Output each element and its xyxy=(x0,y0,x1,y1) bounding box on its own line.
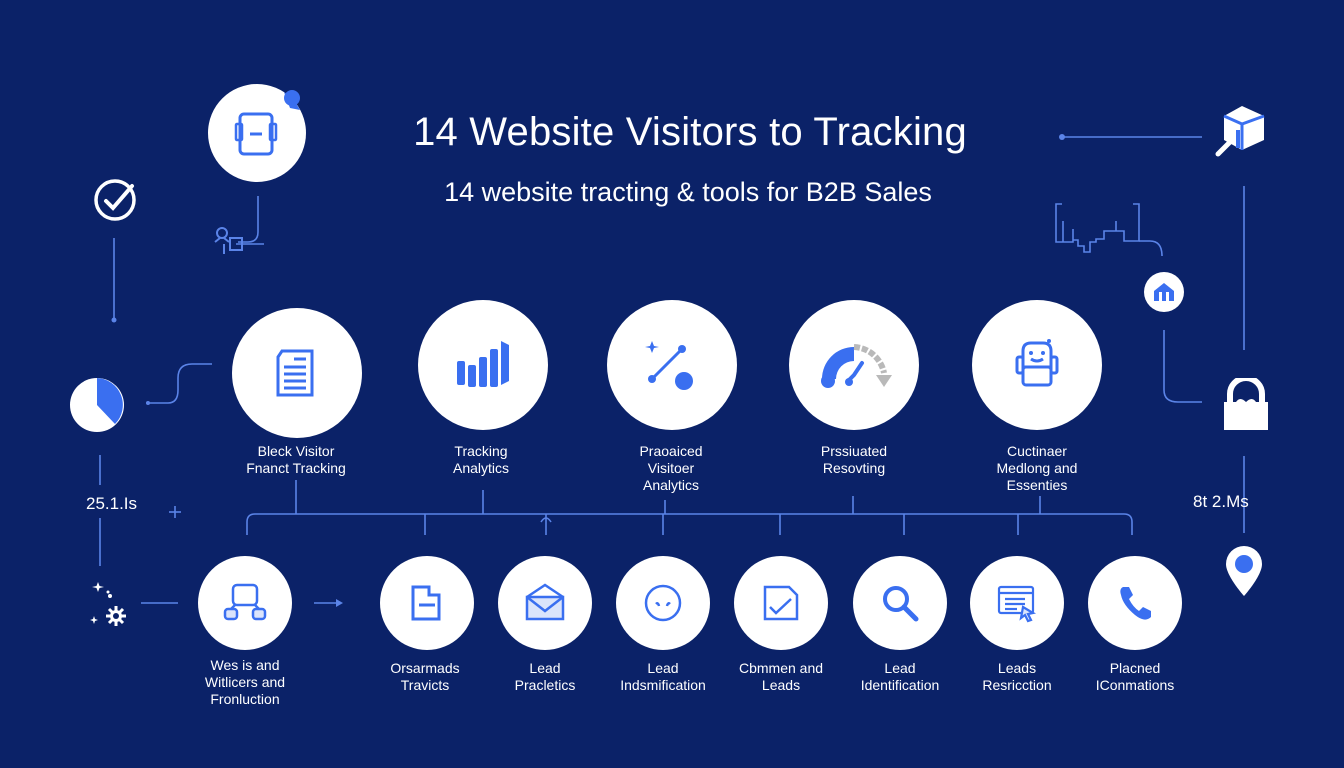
label-line: Pracletics xyxy=(514,677,576,693)
label-line: Orsarmads xyxy=(390,660,460,676)
label-line: Visitoer xyxy=(647,460,695,476)
gauge-icon xyxy=(821,344,892,388)
top-label-5: Cuctinaer Medlong and Essenties xyxy=(957,443,1117,494)
label-line: Cbmmen and xyxy=(738,660,824,676)
home-circle xyxy=(1144,272,1184,312)
bottom-label-8: Placned IConmations xyxy=(1055,660,1215,694)
label-line: Prssiuated xyxy=(820,443,888,459)
label-line: IConmations xyxy=(1095,677,1175,693)
envelope-icon xyxy=(525,583,565,621)
phone-icon xyxy=(1120,587,1151,620)
network-icon xyxy=(223,583,267,621)
label-line: Essenties xyxy=(1006,477,1068,493)
label-line: Leads xyxy=(761,677,801,693)
check-circle-icon xyxy=(94,179,136,221)
bottom-node-5[interactable] xyxy=(734,556,828,650)
lock-icon xyxy=(1224,378,1268,430)
label-line: Fronluction xyxy=(210,691,280,707)
bottom-node-1[interactable] xyxy=(198,556,292,650)
file-icon xyxy=(411,585,441,621)
page-subtitle: 14 website tracting & tools for B2B Sale… xyxy=(444,177,932,207)
label-line: Analytics xyxy=(642,477,700,493)
label-line: Leads xyxy=(997,660,1037,676)
label-line: Fnanct Tracking xyxy=(246,460,346,476)
label-line: Resovting xyxy=(822,460,886,476)
right-stat: 8t 2.Ms xyxy=(1193,492,1249,511)
top-label-2: Tracking Analytics xyxy=(401,443,561,477)
label-line: Resricction xyxy=(982,677,1052,693)
robot-icon xyxy=(1015,339,1059,387)
top-label-1: Bleck Visitor Fnanct Tracking xyxy=(216,443,376,477)
pie-chart-icon xyxy=(70,378,124,432)
label-line: Placned xyxy=(1109,660,1161,676)
bottom-node-3[interactable] xyxy=(498,556,592,650)
label-line: Cuctinaer xyxy=(1007,443,1067,459)
cube-search-icon xyxy=(1215,106,1265,157)
bottom-node-4[interactable] xyxy=(616,556,710,650)
label-line: Lead xyxy=(529,660,561,676)
bottom-label-4: Lead Indsmification xyxy=(583,660,743,694)
bottom-node-7[interactable] xyxy=(970,556,1064,650)
label-line: Travicts xyxy=(400,677,450,693)
bottom-node-2[interactable] xyxy=(380,556,474,650)
label-line: Lead xyxy=(884,660,916,676)
checked-doc-icon xyxy=(763,585,799,621)
bottom-label-6: Lead Identification xyxy=(820,660,980,694)
bottom-label-5: Cbmmen and Leads xyxy=(701,660,861,694)
path-nodes-icon xyxy=(645,341,693,390)
top-node-3[interactable] xyxy=(607,300,737,430)
label-line: Medlong and xyxy=(996,460,1078,476)
label-line: Lead xyxy=(647,660,679,676)
book-icon xyxy=(234,90,300,156)
top-label-3: Praoaiced Visitoer Analytics xyxy=(591,443,751,494)
gear-sparkle-icon xyxy=(90,582,126,626)
bottom-label-7: Leads Resricction xyxy=(937,660,1097,694)
page-title: 14 Website Visitors to Tracking xyxy=(413,110,967,154)
label-line: Bleck Visitor xyxy=(257,443,335,459)
bottom-node-8[interactable] xyxy=(1088,556,1182,650)
top-node-4[interactable] xyxy=(789,300,919,430)
top-node-5[interactable] xyxy=(972,300,1102,430)
label-line: Witlicers and xyxy=(204,674,286,690)
label-line: Praoaiced xyxy=(639,443,703,459)
book-circle xyxy=(208,84,306,182)
left-stat: 25.1.Is xyxy=(86,494,138,513)
bottom-label-1: Wes is and Witlicers and Fronluction xyxy=(165,657,325,708)
label-line: Wes is and xyxy=(210,657,280,673)
bottom-node-6[interactable] xyxy=(853,556,947,650)
label-line: Analytics xyxy=(452,460,510,476)
top-node-2[interactable] xyxy=(418,300,548,430)
document-icon xyxy=(276,349,314,397)
map-pin-icon xyxy=(1226,546,1262,596)
home-icon xyxy=(1154,283,1174,301)
label-line: Identification xyxy=(860,677,940,693)
label-line: Tracking xyxy=(454,443,508,459)
person-desk-icon xyxy=(214,227,243,254)
top-node-1[interactable] xyxy=(232,308,362,438)
bottom-label-3: Lead Pracletics xyxy=(465,660,625,694)
sad-face-icon xyxy=(644,584,682,622)
search-icon xyxy=(883,586,919,622)
browser-click-icon xyxy=(997,585,1037,623)
top-label-4: Prssiuated Resovting xyxy=(774,443,934,477)
label-line: Indsmification xyxy=(620,677,706,693)
bottom-label-2: Orsarmads Travicts xyxy=(345,660,505,694)
bar-chart-icon xyxy=(457,341,509,387)
